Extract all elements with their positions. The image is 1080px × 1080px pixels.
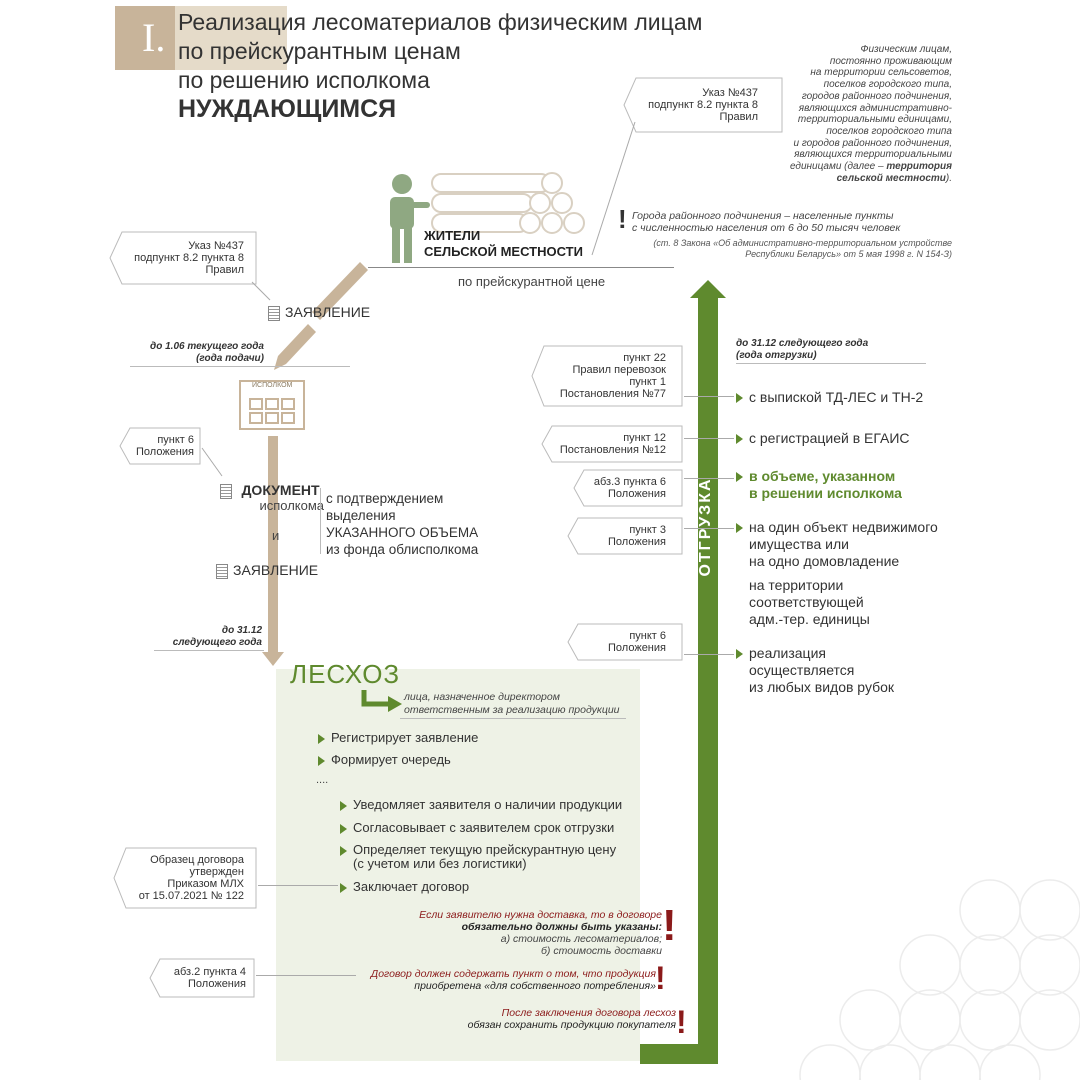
connector-r2	[684, 438, 734, 439]
flow-arrow-down	[262, 652, 284, 666]
leshoz-title: ЛЕСХОЗ	[290, 659, 401, 689]
logs-decoration	[799, 879, 1080, 1080]
title-line-2: по прейскурантным ценам	[178, 38, 461, 64]
warning-icon: !	[618, 204, 627, 234]
right-item-egais: с регистрацией в ЕГАИС	[736, 430, 910, 446]
abz2-connector	[256, 975, 356, 976]
ispolkom-label: ИСПОЛКОМ	[252, 382, 293, 389]
document-icon	[216, 563, 228, 579]
residents-illustration	[390, 172, 585, 263]
shipping-bar-bottom	[640, 1044, 718, 1064]
document-icon	[220, 484, 232, 499]
ispolkom-building-icon	[239, 380, 305, 430]
connector-ref1	[251, 281, 271, 301]
leshoz-panel	[276, 669, 640, 1061]
connector-r1	[684, 396, 734, 397]
deadline-1-line	[130, 366, 350, 367]
leshoz-item-contract: Заключает договор	[340, 879, 469, 894]
leshoz-dots: ....	[316, 774, 329, 786]
leshoz-item-price: Определяет текущую прейскурантную цену(с…	[340, 843, 616, 871]
price-label: по прейскурантной цене	[458, 274, 606, 289]
connector-line	[591, 121, 636, 256]
roman-box	[115, 6, 175, 70]
own-use-note: Договор должен содержать пункт о том, чт…	[370, 968, 656, 992]
application-2: ЗАЯВЛЕНИЕ	[216, 562, 318, 579]
note-source: (ст. 8 Закона «Об административно-террит…	[653, 238, 952, 259]
bullet-icon	[736, 523, 743, 534]
shipping-arrow-up	[690, 280, 726, 298]
title-line-3: по решению исполкома	[178, 67, 430, 93]
page-title: Реализация лесоматериалов физическим лиц…	[178, 8, 702, 124]
right-item-td-les: с выпиской ТД-ЛЕС и ТН-2	[736, 389, 923, 405]
brown-arrows	[274, 262, 368, 370]
shipping-deadline-line	[736, 363, 926, 364]
bullet-icon	[736, 472, 743, 483]
leshoz-item-queue: Формирует очередь	[318, 752, 451, 767]
flow-bar	[268, 436, 278, 654]
section-number: I.	[142, 15, 166, 60]
bullet-icon	[736, 434, 743, 445]
delivery-note: Если заявителю нужна доставка, то в дого…	[419, 909, 662, 957]
and-label: и	[272, 528, 280, 543]
warning-icon-2: !	[655, 960, 666, 996]
ispolkom-document: ДОКУМЕНТ исполкома	[220, 482, 324, 513]
leshoz-person-line	[400, 718, 626, 719]
bullet-icon	[340, 800, 347, 811]
document-icon	[268, 305, 280, 321]
warning-icon-1: !	[662, 901, 677, 950]
deadline-2-line	[154, 650, 264, 651]
leshoz-arrow-icon	[361, 690, 402, 712]
deadline-1: до 1.06 текущего года(года подачи)	[150, 341, 264, 364]
title-line-1: Реализация лесоматериалов физическим лиц…	[178, 9, 703, 35]
bullet-icon	[340, 845, 347, 856]
bullet-icon	[736, 393, 743, 404]
connector-p6	[201, 447, 223, 477]
title-bold: НУЖДАЮЩИМСЯ	[178, 95, 397, 123]
connector-r5	[684, 654, 734, 655]
application-1: ЗАЯВЛЕНИЕ	[268, 304, 370, 321]
bullet-icon	[736, 649, 743, 660]
contract-connector	[258, 885, 338, 886]
leshoz-item-agree: Согласовывает с заявителем срок отгрузки	[340, 820, 614, 835]
warning-icon-3: !	[676, 1004, 687, 1040]
ref-ukaz-top: Указ №437 подпункт 8.2 пункта 8 Правил	[622, 76, 784, 134]
leshoz-item-notify: Уведомляет заявителя о наличии продукции	[340, 797, 622, 812]
connector-r3	[684, 478, 734, 479]
bullet-icon	[318, 733, 325, 744]
leshoz-item-register: Регистрирует заявление	[318, 730, 478, 745]
bullet-icon	[340, 882, 347, 893]
shipping-label: ОТГРУЗКА	[697, 477, 714, 577]
shipping-bar	[698, 296, 718, 1064]
confirm-divider	[320, 488, 321, 554]
bullet-icon	[318, 755, 325, 766]
note-text: Города районного подчинения – населенные…	[632, 210, 901, 234]
residents-underline	[368, 267, 674, 268]
bullet-icon	[340, 823, 347, 834]
shipping-deadline: до 31.12 следующего года(года отгрузки)	[736, 338, 869, 361]
connector-r4	[684, 528, 734, 529]
title-highlight	[175, 6, 287, 70]
